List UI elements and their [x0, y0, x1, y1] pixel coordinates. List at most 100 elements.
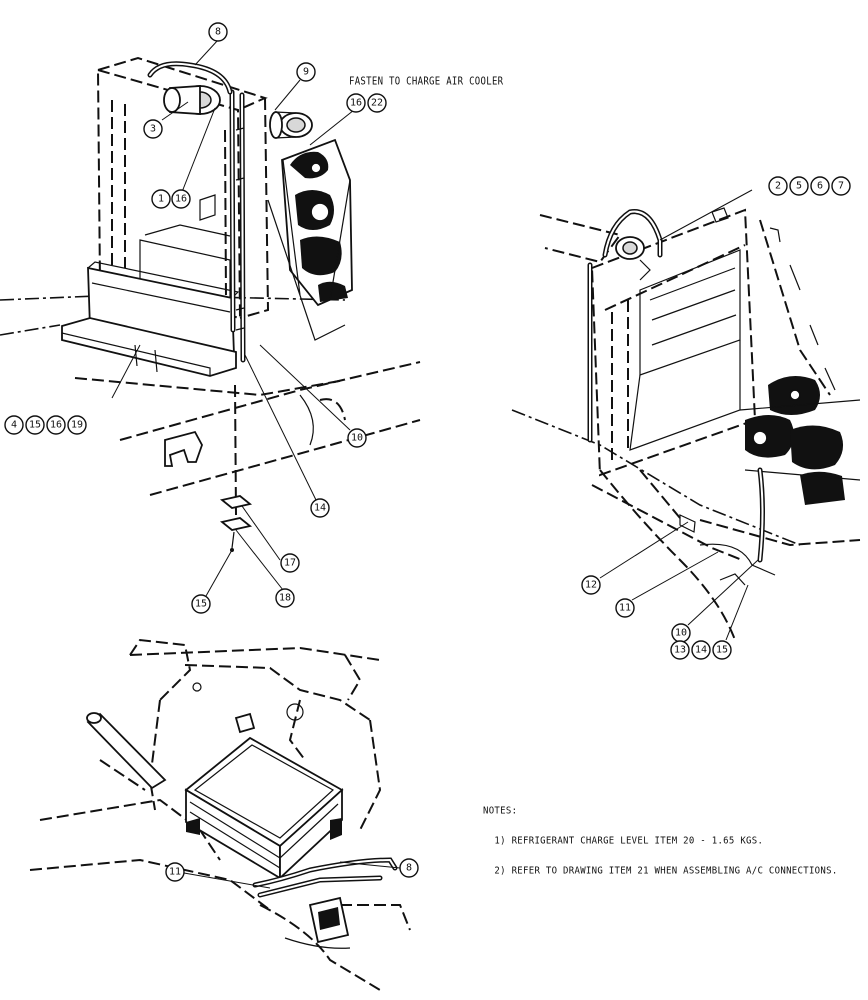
- balloon-19: 19: [67, 415, 87, 435]
- condenser-inner-right: [224, 129, 227, 301]
- washer-plate-17: [219, 495, 253, 509]
- bolt-15: [231, 531, 235, 549]
- balloon-18: 18: [275, 588, 295, 608]
- svg-text:16: 16: [175, 194, 187, 205]
- svg-text:16: 16: [350, 98, 362, 109]
- mount-bracket: [164, 430, 203, 467]
- floor-tab: [234, 712, 256, 734]
- view-bottom: [29, 638, 411, 991]
- rail-right-base: [591, 484, 743, 561]
- balloon-4: 4: [4, 415, 24, 435]
- svg-text:6: 6: [817, 181, 823, 192]
- svg-text:4: 4: [11, 420, 17, 431]
- receiver-panel-line: [91, 282, 231, 313]
- right-frame: [590, 208, 757, 477]
- balloon-5: 5: [789, 176, 809, 196]
- frame-rail-bottom-2: [149, 419, 421, 496]
- balloon-15: 15: [191, 594, 211, 614]
- floor-outline-top: [129, 646, 381, 661]
- rail-top-right: [539, 214, 622, 264]
- frame-rail-left: [0, 324, 61, 336]
- svg-text:13: 13: [674, 645, 686, 656]
- view-right: [511, 207, 861, 641]
- svg-text:15: 15: [195, 599, 207, 610]
- floor-hole-1: [192, 682, 202, 692]
- rail-curve-right: [599, 469, 736, 641]
- svg-text:2: 2: [775, 181, 781, 192]
- svg-text:18: 18: [279, 593, 291, 604]
- svg-text:12: 12: [585, 580, 597, 591]
- balloon-10: 10: [347, 428, 367, 448]
- svg-text:8: 8: [406, 863, 412, 874]
- view-top-left: [0, 56, 421, 496]
- svg-text:22: 22: [371, 98, 383, 109]
- balloon-11: 11: [165, 862, 185, 882]
- right-clip: [679, 514, 696, 533]
- floor-outline-right: [359, 719, 382, 831]
- svg-text:14: 14: [314, 503, 326, 514]
- balloon-15: 15: [25, 415, 45, 435]
- fasten-callout-text: FASTEN TO CHARGE AIR COOLER: [349, 76, 504, 88]
- small-bracket: [199, 194, 216, 221]
- balloon-9: 9: [296, 62, 316, 82]
- svg-text:11: 11: [169, 867, 181, 878]
- condenser-frame-side: [239, 97, 270, 319]
- balloon-22: 22: [367, 93, 387, 113]
- rail-right-bottom: [699, 519, 861, 547]
- balloon-13: 13: [670, 640, 690, 660]
- engine-block: [267, 138, 353, 341]
- floor-bracket: [129, 638, 192, 701]
- note-line-2: 2) REFER TO DRAWING ITEM 21 WHEN ASSEMBL…: [483, 866, 838, 877]
- right-frame-cross: [604, 244, 746, 311]
- hardware-stack: [219, 384, 253, 552]
- balloon-8: 8: [208, 22, 228, 42]
- svg-text:9: 9: [303, 67, 309, 78]
- rail-right-hook: [699, 543, 776, 576]
- frame-rail-curve-2: [319, 398, 346, 421]
- right-small-tab: [711, 207, 729, 223]
- rail-lower-right: [511, 409, 801, 546]
- balloon-8: 8: [399, 858, 419, 878]
- evap-box-lid: [193, 744, 335, 839]
- balloon-17: 17: [280, 553, 300, 573]
- frame-rail-lower: [74, 377, 346, 397]
- washer-18: [219, 517, 253, 531]
- balloon-15: 15: [712, 640, 732, 660]
- svg-text:3: 3: [150, 124, 156, 135]
- frame-rail-curve: [299, 394, 314, 446]
- svg-text:14: 14: [695, 645, 707, 656]
- svg-text:1: 1: [158, 194, 164, 205]
- svg-text:11: 11: [619, 603, 631, 614]
- hose-clamps: [235, 127, 245, 331]
- svg-text:10: 10: [351, 433, 363, 444]
- balloon-16: 16: [46, 415, 66, 435]
- balloon-10: 10: [671, 623, 691, 643]
- balloon-14: 14: [691, 640, 711, 660]
- note-line-1: 1) REFRIGERANT CHARGE LEVEL ITEM 20 - 1.…: [483, 836, 764, 847]
- svg-text:15: 15: [716, 645, 728, 656]
- svg-text:15: 15: [29, 420, 41, 431]
- svg-text:5: 5: [796, 181, 802, 192]
- floor-outline-mid: [184, 664, 371, 721]
- svg-text:8: 8: [215, 27, 221, 38]
- balloon-3: 3: [143, 119, 163, 139]
- balloon-6: 6: [810, 176, 830, 196]
- base-plate-legs: [134, 344, 158, 373]
- notes-block: NOTES: 1) REFRIGERANT CHARGE LEVEL ITEM …: [483, 786, 838, 896]
- hardware-centerline: [234, 384, 237, 516]
- balloon-16: 16: [171, 189, 191, 209]
- condenser-core-top: [144, 224, 231, 237]
- right-core: [639, 249, 741, 376]
- svg-text:16: 16: [50, 420, 62, 431]
- balloon-7: 7: [831, 176, 851, 196]
- lower-structure-1: [259, 904, 381, 991]
- frame-rail-bottom-1: [119, 361, 421, 441]
- condenser-frame-back: [96, 68, 242, 320]
- floor-outline-left: [148, 699, 161, 811]
- balloon-12: 12: [581, 575, 601, 595]
- right-core-lower: [629, 340, 741, 451]
- right-engine: [739, 376, 861, 505]
- balloon-11: 11: [615, 598, 635, 618]
- svg-text:10: 10: [675, 628, 687, 639]
